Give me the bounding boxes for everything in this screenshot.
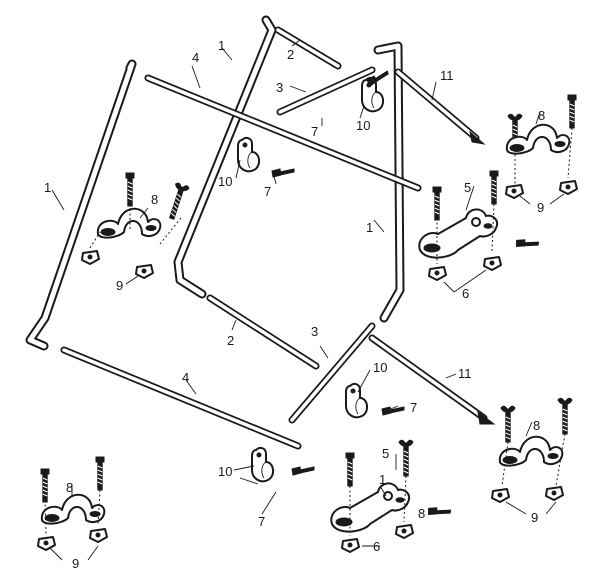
callout-9: 9 bbox=[72, 556, 79, 571]
crossbar-rod-upper bbox=[144, 74, 422, 192]
callout-7: 7 bbox=[264, 184, 271, 199]
callout-2: 2 bbox=[227, 333, 234, 348]
callout-8: 8 bbox=[151, 192, 158, 207]
callout-10: 10 bbox=[356, 118, 370, 133]
brace-rod-upper bbox=[276, 66, 376, 116]
bolt-icon bbox=[40, 94, 577, 503]
callout-10: 10 bbox=[218, 464, 232, 479]
stake-rod-upper bbox=[394, 68, 486, 145]
callout-10: 10 bbox=[373, 360, 387, 375]
nut-icon bbox=[37, 180, 578, 553]
callout-10: 10 bbox=[218, 174, 232, 189]
callout-8: 8 bbox=[66, 480, 73, 495]
callout-1: 1 bbox=[379, 472, 386, 487]
callout-6: 6 bbox=[373, 539, 380, 554]
callout-5: 5 bbox=[382, 446, 389, 461]
frame-tube-right bbox=[373, 41, 405, 323]
connector-rod-upper bbox=[274, 26, 342, 70]
crossbar-rod-lower bbox=[60, 346, 302, 450]
callout-4: 4 bbox=[182, 370, 189, 385]
clamp-icon bbox=[40, 123, 571, 525]
callout-1: 1 bbox=[44, 180, 51, 195]
callout-9: 9 bbox=[531, 510, 538, 525]
callout-3: 3 bbox=[276, 80, 283, 95]
frame-tube-left bbox=[25, 59, 137, 351]
callout-labels: 1 1 1 1 2 2 3 3 4 4 5 5 6 6 7 7 7 7 8 8 … bbox=[44, 38, 545, 571]
connector-rod-lower bbox=[206, 294, 320, 370]
callout-7: 7 bbox=[311, 124, 318, 139]
frame-tube-center bbox=[173, 15, 277, 299]
callout-7: 7 bbox=[410, 400, 417, 415]
callout-4: 4 bbox=[192, 50, 199, 65]
callout-7: 7 bbox=[258, 514, 265, 529]
stake-rod-lower bbox=[368, 334, 496, 425]
brace-rod-lower bbox=[288, 322, 376, 424]
callout-11: 11 bbox=[440, 68, 454, 83]
callout-9: 9 bbox=[537, 200, 544, 215]
callout-3: 3 bbox=[311, 324, 318, 339]
callout-11: 11 bbox=[458, 366, 472, 381]
callout-1: 1 bbox=[218, 38, 225, 53]
callout-9: 9 bbox=[116, 278, 123, 293]
leader-lines bbox=[44, 39, 573, 561]
callout-8: 8 bbox=[538, 108, 545, 123]
callout-5: 5 bbox=[464, 180, 471, 195]
callout-1: 1 bbox=[366, 220, 373, 235]
callout-8: 8 bbox=[418, 506, 425, 521]
callout-2: 2 bbox=[287, 47, 294, 62]
callout-6: 6 bbox=[462, 286, 469, 301]
callout-8: 8 bbox=[533, 418, 540, 433]
